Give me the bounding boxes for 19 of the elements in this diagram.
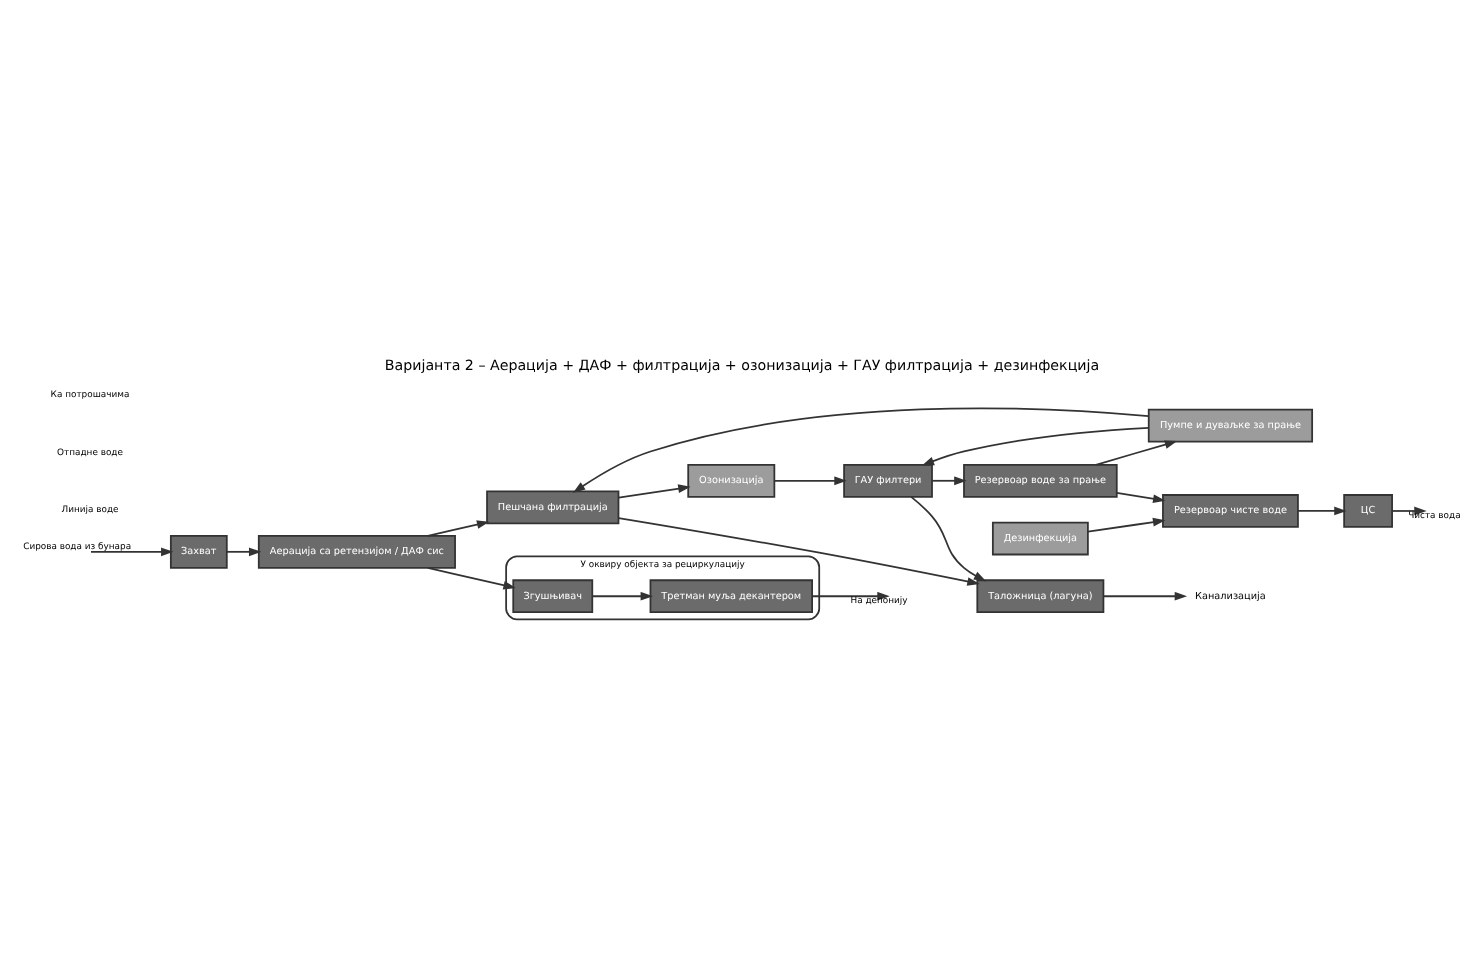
arrow — [1095, 439, 1178, 465]
arrow — [90, 546, 174, 556]
arrow — [1115, 491, 1166, 503]
arrow — [1087, 516, 1166, 532]
arrow — [572, 406, 1150, 492]
arrow — [921, 425, 1150, 465]
arrow — [1391, 505, 1427, 515]
arrow — [931, 475, 967, 485]
arrow — [1297, 505, 1347, 515]
arrow — [617, 483, 691, 498]
arrow — [426, 519, 490, 536]
arrow — [426, 566, 516, 589]
arrow — [1102, 590, 1188, 600]
arrow — [811, 590, 890, 600]
arrow — [591, 590, 654, 600]
arrow — [773, 475, 847, 485]
arrow — [226, 546, 262, 556]
arrow — [910, 494, 987, 581]
arrow — [617, 516, 980, 585]
